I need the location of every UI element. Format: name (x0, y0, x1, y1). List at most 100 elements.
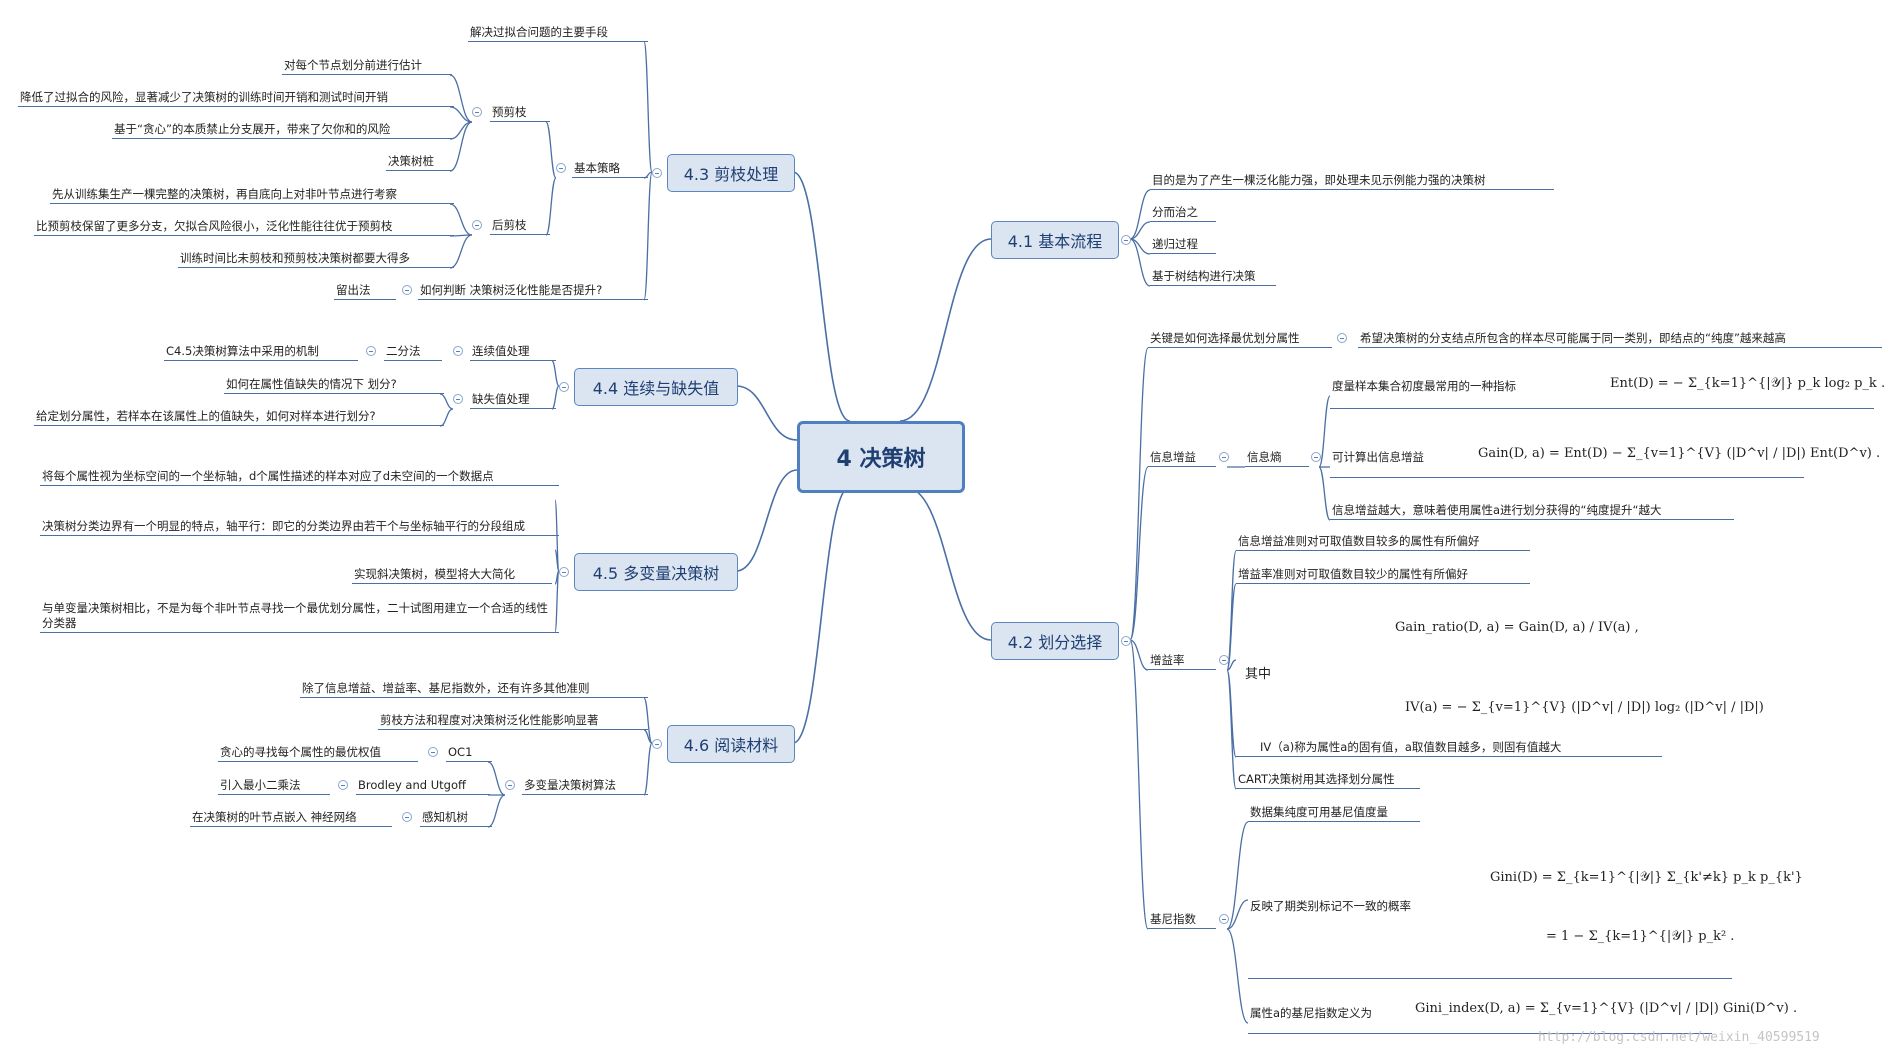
connector-line (792, 486, 851, 744)
iv-note: IV（a)称为属性a的固有值，a取值数目越多，则固有值越大 (1236, 739, 1662, 757)
connector-line (899, 238, 992, 422)
collapse-icon[interactable] (1311, 452, 1321, 462)
collapse-icon[interactable] (1219, 655, 1229, 665)
collapse-icon[interactable] (652, 739, 662, 749)
topic-4-3[interactable]: 4.3 剪枝处理 (667, 154, 795, 192)
gini-label: 基尼指数 (1148, 911, 1216, 929)
pre-pruning-label: 预剪枝 (490, 104, 550, 122)
continuous-label: 连续值处理 (470, 343, 556, 361)
connector-line (1318, 395, 1331, 468)
multivar-algo-label: 多变量决策树算法 (522, 777, 648, 795)
gini-measure: 数据集纯度可用基尼值度量 (1248, 804, 1420, 822)
connector-line (449, 106, 473, 123)
collapse-icon[interactable] (338, 780, 348, 790)
connector-line (1129, 221, 1151, 240)
pre-item-0: 对每个节点划分前进行估计 (282, 57, 452, 75)
root-topic[interactable]: 4 决策树 (797, 421, 965, 493)
topic-4-6[interactable]: 4.6 阅读材料 (667, 725, 795, 763)
collapse-icon[interactable] (1121, 636, 1131, 646)
collapse-icon[interactable] (402, 285, 412, 295)
ratio-bias-2: 增益率准则对可取值数目较少的属性有所偏好 (1236, 566, 1530, 584)
collapse-icon[interactable] (366, 346, 376, 356)
gini-formula-1: Gini(D) = Σ_{k=1}^{|𝒴|} Σ_{k'≠k} p_k p_{… (1490, 870, 1803, 885)
holdout-method: 留出法 (334, 282, 396, 300)
entropy-formula: Ent(D) = − Σ_{k=1}^{|𝒴|} p_k log₂ p_k . (1610, 376, 1886, 391)
entropy-desc: 度量样本集合初度最常用的一种指标 (1330, 378, 1874, 409)
connector-line (792, 171, 851, 422)
topic-4-2[interactable]: 4.2 划分选择 (991, 622, 1119, 660)
connector-line (643, 41, 653, 173)
connector-line (1129, 238, 1151, 287)
collapse-icon[interactable] (559, 382, 569, 392)
collapse-icon[interactable] (402, 812, 412, 822)
connector-line (1226, 821, 1249, 930)
connector-line (449, 121, 473, 172)
post-pruning-label: 后剪枝 (490, 217, 550, 235)
s46-item-1: 剪枝方法和程度对决策树泛化性能影响显著 (378, 712, 648, 730)
ratio-formula-2: IV(a) = − Σ_{v=1}^{V} (|D^v| / |D|) log₂… (1405, 700, 1764, 715)
pre-item-3: 决策树桩 (386, 153, 452, 171)
collapse-icon[interactable] (453, 394, 463, 404)
watermark: http://blog.csdn.net/weixin_40599519 (1538, 1030, 1820, 1045)
collapse-icon[interactable] (652, 168, 662, 178)
connector-line (643, 729, 653, 744)
perceptron-tree-desc: 在决策树的叶节点嵌入 神经网络 (190, 809, 392, 827)
connector-line (554, 570, 560, 633)
collapse-icon[interactable] (505, 780, 515, 790)
s45-item-2: 实现斜决策树，模型将大大简化 (352, 566, 552, 584)
collapse-icon[interactable] (472, 107, 482, 117)
c45-note: C4.5决策树算法中采用的机制 (164, 343, 358, 361)
connector-line (643, 742, 653, 796)
gini-prob-desc: 反映了期类别标记不一致的概率 (1248, 898, 1732, 979)
connector-line (1226, 669, 1237, 790)
oc1-desc: 贪心的寻找每个属性的最优权值 (218, 744, 418, 762)
oc1-label: OC1 (446, 744, 492, 762)
s41-item-2: 递归过程 (1150, 236, 1216, 254)
perceptron-tree-label: 感知机树 (420, 809, 492, 827)
collapse-icon[interactable] (559, 567, 569, 577)
collapse-icon[interactable] (1219, 452, 1229, 462)
ratio-where: 其中 (1245, 667, 1272, 682)
connector-line (1129, 189, 1151, 240)
cart-note: CART决策树用其选择划分属性 (1236, 771, 1420, 789)
connector-line (1318, 466, 1331, 521)
connector-line (1129, 639, 1149, 930)
connector-line (1226, 583, 1237, 671)
topic-4-4[interactable]: 4.4 连续与缺失值 (574, 368, 738, 406)
connector-line (554, 549, 560, 572)
gain-ratio-label: 增益率 (1148, 652, 1216, 670)
collapse-icon[interactable] (428, 747, 438, 757)
collapse-icon[interactable] (472, 220, 482, 230)
collapse-icon[interactable] (1337, 333, 1347, 343)
post-item-1: 比预剪枝保留了更多分支，欠拟合风险很小，泛化性能往往优于预剪枝 (34, 218, 454, 236)
s45-item-1: 决策树分类边界有一个明显的特点，轴平行：即它的分类边界由若干个与坐标轴平行的分段… (40, 518, 559, 536)
gain-note: 信息增益越大，意味着使用属性a进行划分获得的“纯度提升“越大 (1330, 502, 1734, 520)
connector-line (643, 171, 653, 301)
collapse-icon[interactable] (1121, 235, 1131, 245)
connector-line (904, 486, 992, 641)
collapse-icon[interactable] (556, 163, 566, 173)
connector-line (1226, 899, 1249, 930)
s45-item-3: 与单变量决策树相比，不是为每个非叶节点寻找一个最优划分属性，二十试图用建立一个合… (40, 600, 559, 633)
ratio-formula-1: Gain_ratio(D, a) = Gain(D, a) / IV(a) , (1395, 620, 1639, 635)
connector-line (1129, 639, 1149, 671)
strategy-label: 基本策略 (572, 160, 648, 178)
brodley-utgoff-label: Brodley and Utgoff (356, 777, 490, 795)
pre-item-2: 基于“贪心”的本质禁止分支展开，带来了欠你和的风险 (112, 121, 452, 139)
connector-line (1129, 347, 1149, 641)
connector-line (551, 360, 560, 387)
collapse-icon[interactable] (453, 346, 463, 356)
gini-index-formula: Gini_index(D, a) = Σ_{v=1}^{V} (|D^v| / … (1415, 1001, 1798, 1016)
topic-4-1[interactable]: 4.1 基本流程 (991, 221, 1119, 259)
gain-desc: 可计算出信息增益 (1330, 449, 1804, 478)
missing-label: 缺失值处理 (470, 391, 556, 409)
connector-line (735, 469, 798, 572)
connector-line (1226, 550, 1237, 671)
gain-formula: Gain(D, a) = Ent(D) − Σ_{v=1}^{V} (|D^v|… (1478, 446, 1881, 461)
judge-question: 如何判断 决策树泛化性能是否提升? (418, 282, 648, 300)
missing-q1: 如何在属性值缺失的情况下 划分? (224, 376, 444, 394)
collapse-icon[interactable] (1219, 914, 1229, 924)
topic-4-5[interactable]: 4.5 多变量决策树 (574, 553, 738, 591)
pruning-purpose: 解决过拟合问题的主要手段 (468, 24, 648, 42)
